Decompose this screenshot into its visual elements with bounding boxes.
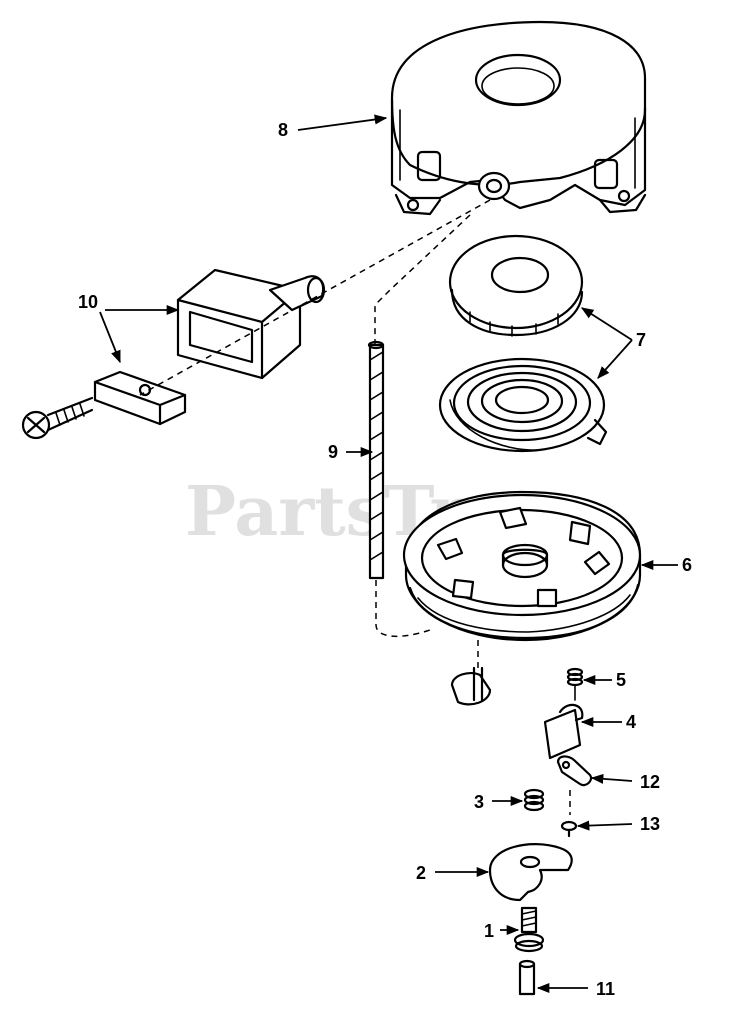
callout-8[interactable]: 8: [278, 120, 288, 140]
callout-5[interactable]: 5: [616, 670, 626, 690]
callout-2[interactable]: 2: [416, 863, 426, 883]
part-7-recoil-spring[interactable]: [438, 357, 608, 453]
callout-6[interactable]: 6: [682, 555, 692, 575]
callout-leaders: [99, 114, 678, 994]
part-13-small-screw[interactable]: [560, 820, 578, 838]
part-8-starter-housing[interactable]: [390, 20, 647, 216]
callout-12[interactable]: 12: [640, 772, 660, 792]
callout-11[interactable]: 11: [596, 979, 615, 999]
part-11-pin[interactable]: [518, 959, 536, 996]
part-3-spring[interactable]: [523, 788, 545, 812]
part-6-starter-pulley[interactable]: [402, 490, 642, 642]
rope-path-dashed: [139, 199, 491, 396]
callout-9[interactable]: 9: [328, 442, 338, 462]
pulley-shaft-end: [450, 640, 492, 706]
part-10-rope-retainer[interactable]: [93, 370, 187, 426]
part-2-brake-cam[interactable]: [488, 843, 573, 902]
callout-1[interactable]: 1: [484, 921, 494, 941]
part-9-starter-rope[interactable]: [367, 340, 385, 580]
callout-4[interactable]: 4: [626, 712, 636, 732]
rope-end-knot: [21, 396, 94, 440]
part-10-starter-handle[interactable]: [176, 268, 326, 380]
part-1-shoulder-screw[interactable]: [513, 906, 545, 953]
rope-routing-dashed: [374, 214, 471, 638]
callout-10[interactable]: 10: [78, 292, 98, 312]
part-12-pawl-link[interactable]: [556, 755, 593, 815]
callout-3[interactable]: 3: [474, 792, 484, 812]
callout-7[interactable]: 7: [636, 330, 646, 350]
part-4-pawl[interactable]: [543, 703, 584, 760]
callout-13[interactable]: 13: [640, 814, 660, 834]
part-5-pawl-spring[interactable]: [566, 667, 584, 701]
part-7-spring-cover[interactable]: [448, 234, 584, 337]
